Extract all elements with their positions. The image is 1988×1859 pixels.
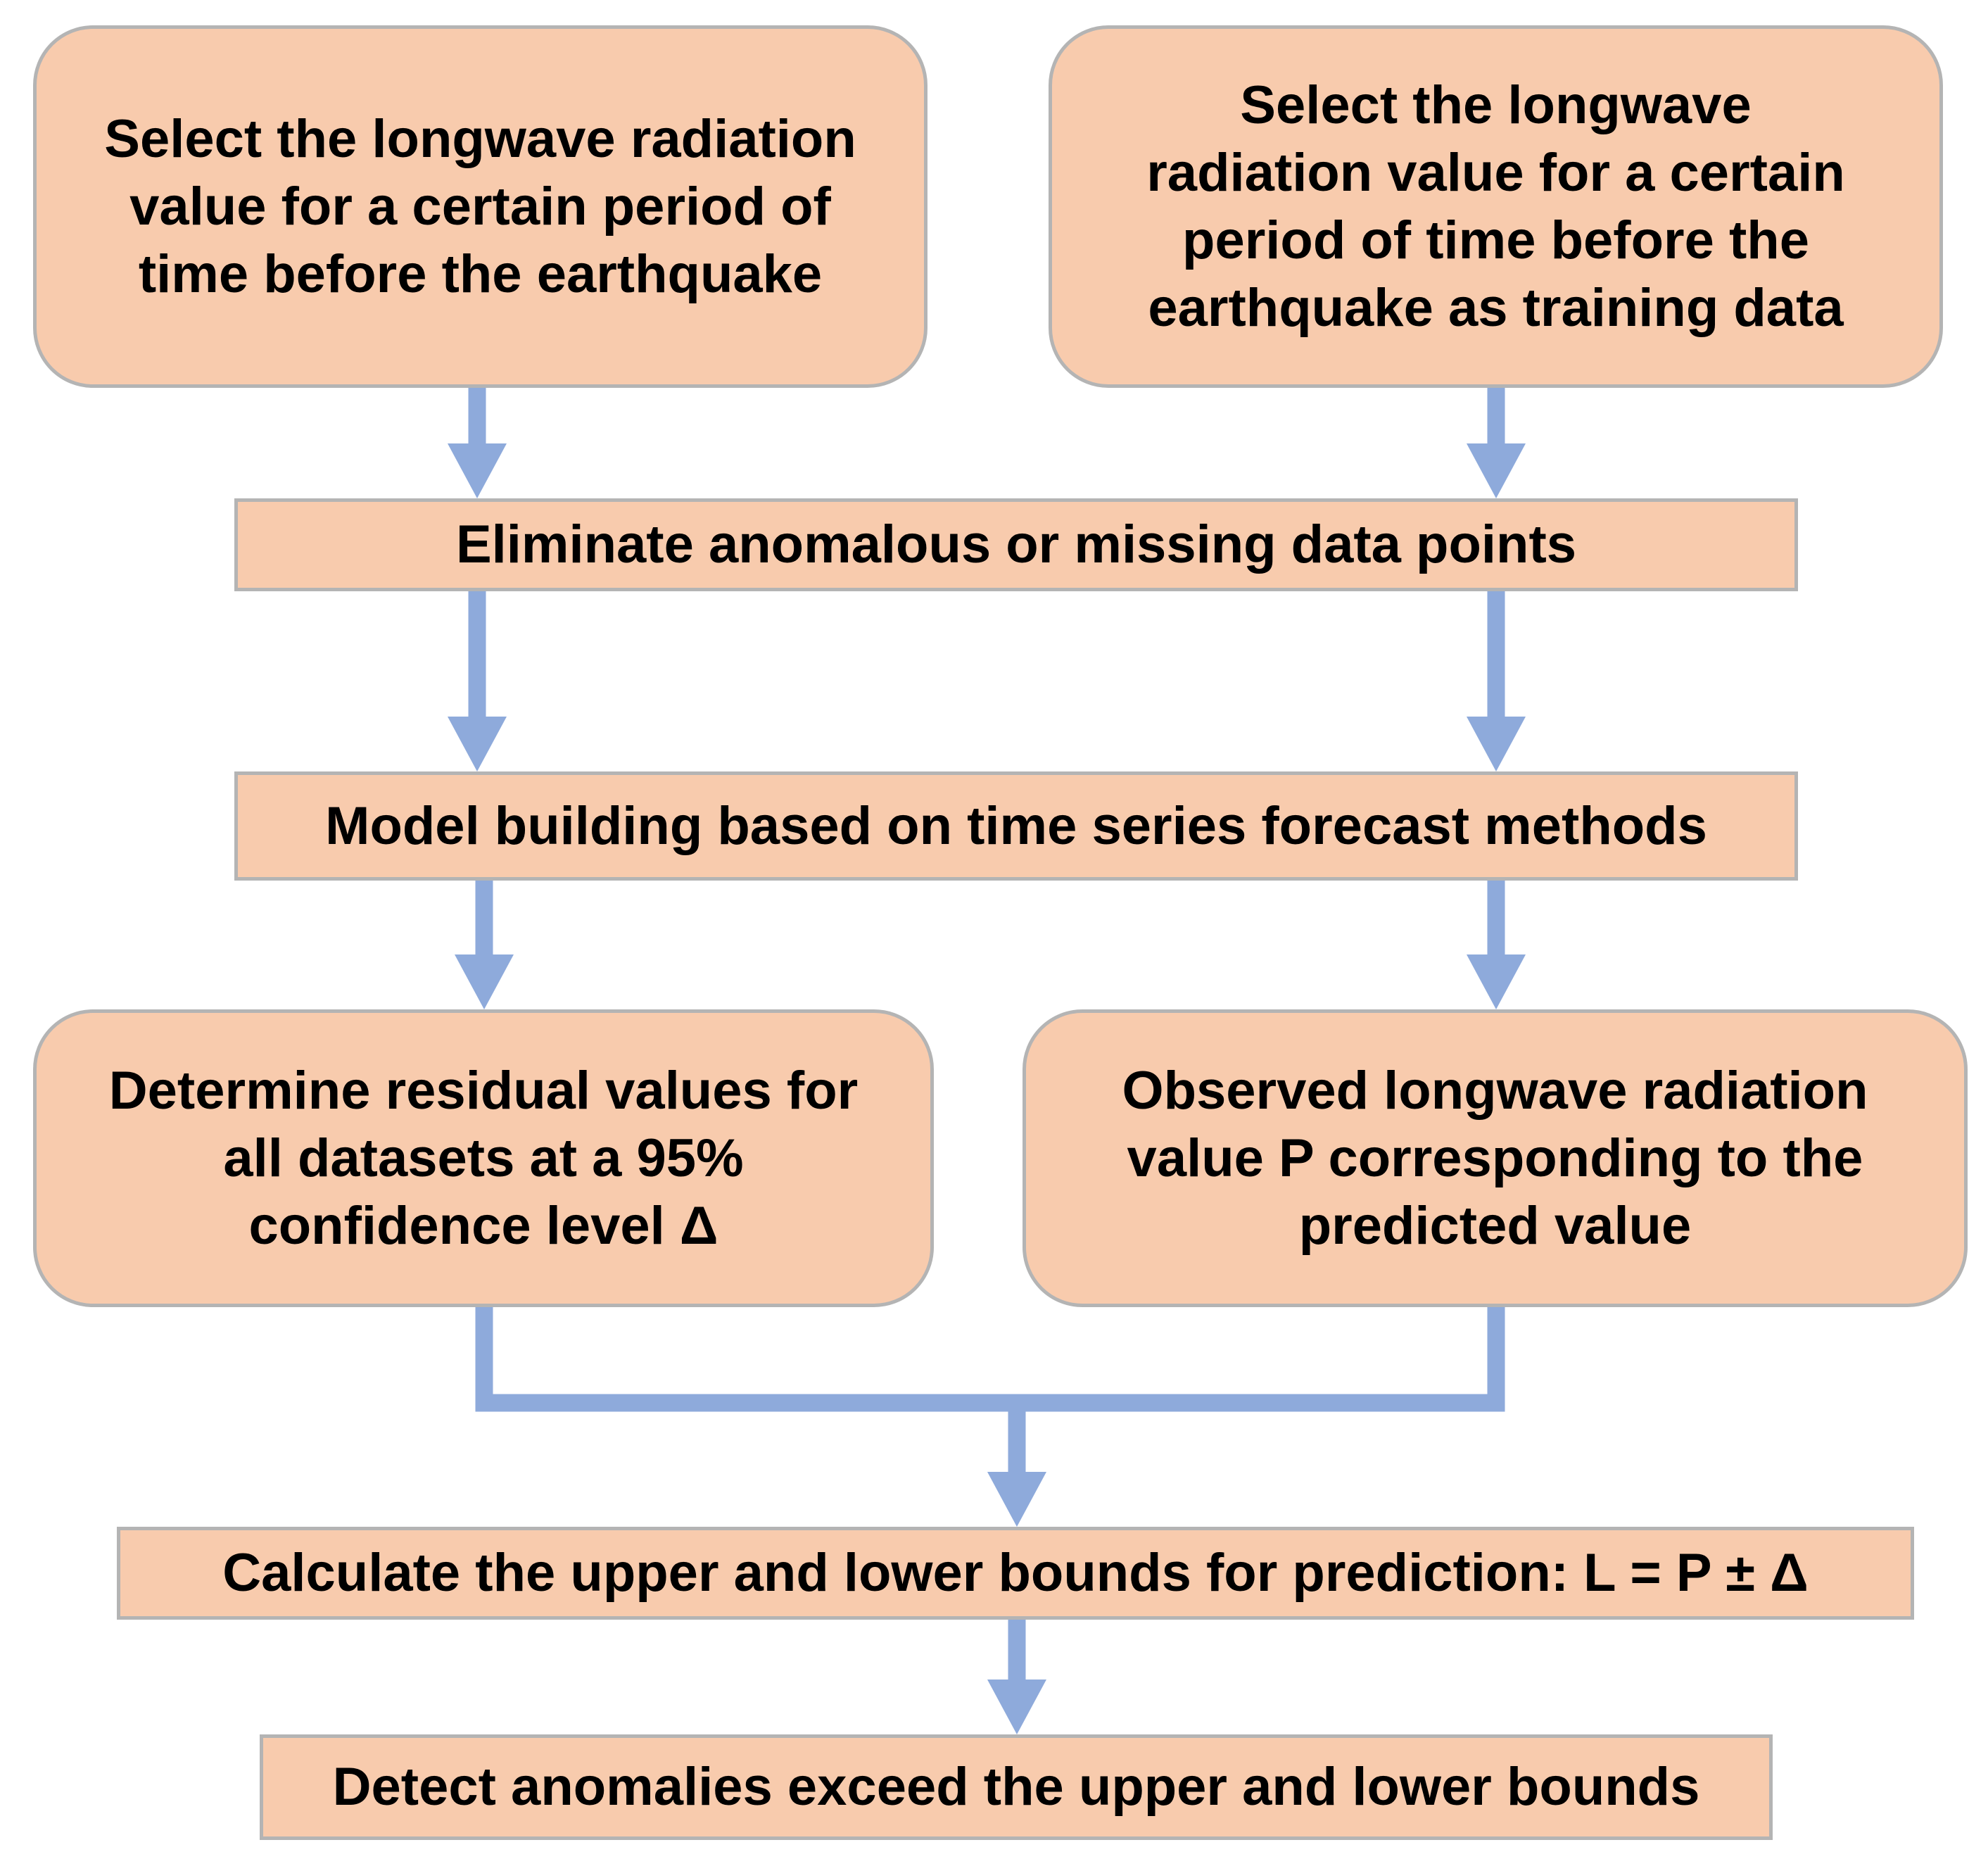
- observed-value-box: Observed longwave radiation value P corr…: [1023, 1009, 1968, 1307]
- arrow-left-3-head: [455, 954, 514, 1009]
- arrow-right-2-head: [1467, 717, 1526, 771]
- model-building-box: Model building based on time series fore…: [234, 771, 1798, 881]
- arrow-final-head: [987, 1680, 1046, 1734]
- eliminate-anomalous-box: Eliminate anomalous or missing data poin…: [234, 498, 1798, 591]
- arrow-merge-head: [987, 1472, 1046, 1527]
- arrow-left-1-head: [448, 443, 507, 498]
- merge-connector: [475, 1307, 1505, 1412]
- select-training-data-box: Select the longwave radiation value for …: [1049, 25, 1943, 388]
- select-data-box: Select the longwave radiation value for …: [33, 25, 927, 388]
- arrow-left-2-head: [448, 717, 507, 771]
- calculate-bounds-box: Calculate the upper and lower bounds for…: [117, 1527, 1914, 1620]
- arrow-right-1-head: [1467, 443, 1526, 498]
- detect-anomalies-box: Detect anomalies exceed the upper and lo…: [260, 1734, 1773, 1840]
- arrow-right-3-head: [1467, 954, 1526, 1009]
- residual-values-box: Determine residual values for all datase…: [33, 1009, 934, 1307]
